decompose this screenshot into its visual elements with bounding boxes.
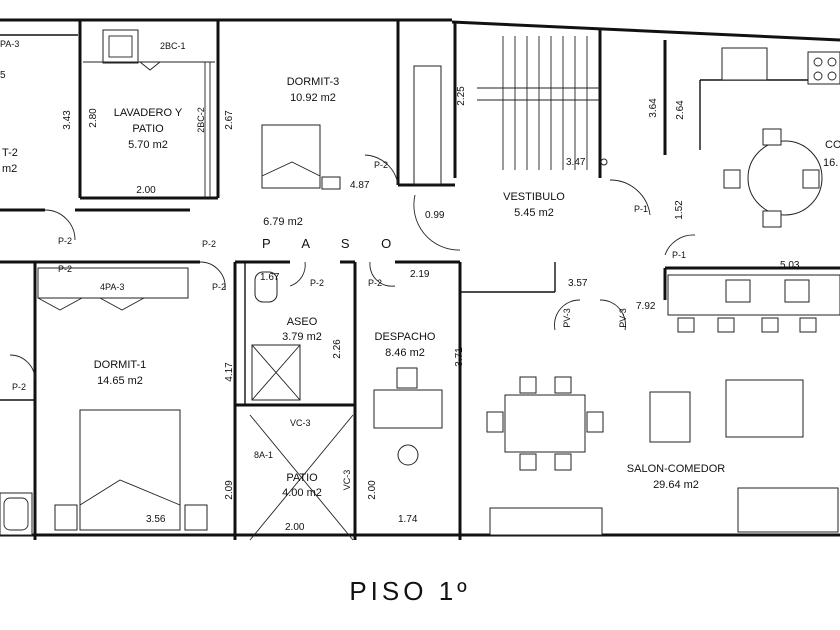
door-pv3-b: PV-3 [618, 308, 628, 328]
door-p2-h: P-2 [12, 382, 26, 392]
door-p2-e: P-2 [368, 278, 382, 288]
room-labels: LAVADERO Y PATIO 5.70 m2 DORMIT-3 10.92 … [2, 76, 840, 499]
aseo-name: ASEO [287, 316, 318, 328]
cocina-name: CO [825, 139, 840, 151]
kitchen-counter [667, 274, 840, 316]
salon-name: SALON-COMEDOR [627, 463, 725, 475]
walls [0, 18, 840, 540]
door-labels: P-2 P-2 P-2 P-2 P-2 P-2 P-2 P-2 P-1 P-1 … [12, 160, 686, 392]
dim-267: 2.67 [224, 110, 235, 130]
wardrobe-vc3-a: VC-3 [290, 418, 311, 428]
corridor-name: P A S O [262, 236, 405, 251]
wardrobe-dormit1 [37, 267, 189, 299]
wardrobe-dormit3 [413, 65, 442, 185]
dim-503: 5.03 [780, 260, 800, 271]
door-p2-c: P-2 [212, 282, 226, 292]
dormit1-area: 14.65 m2 [97, 375, 143, 387]
bed-dormit3 [261, 124, 321, 189]
bed-dormit1 [79, 409, 181, 531]
dim-226: 2.26 [332, 339, 343, 359]
cooktop [807, 51, 840, 85]
dim-5: 5 [0, 70, 6, 81]
dim-219: 2.19 [410, 269, 430, 280]
door-p2-a: P-2 [58, 236, 72, 246]
lavadero-name1: LAVADERO Y [114, 107, 183, 119]
sofa [737, 487, 839, 533]
patio-area: 4.00 m2 [282, 487, 322, 499]
doors [9, 154, 696, 381]
wardrobe-vc3-b: VC-3 [342, 470, 352, 491]
dim-200-patio-h: 2.00 [285, 522, 305, 533]
patio-name: PATIO [286, 472, 318, 484]
tv-unit [489, 507, 603, 536]
laundry-sink [102, 29, 139, 64]
wardrobe-ba1: 8A-1 [254, 450, 273, 460]
cocina-area: 16. [823, 157, 838, 169]
dormit3-area: 10.92 m2 [290, 92, 336, 104]
door-p1-b: P-1 [672, 250, 686, 260]
dim-264: 2.64 [675, 100, 686, 120]
armchair [649, 391, 691, 443]
dining-table [504, 394, 586, 453]
door-p2-g: P-2 [58, 264, 72, 274]
salon-area: 29.64 m2 [653, 479, 699, 491]
aseo-area: 3.79 m2 [282, 331, 322, 343]
wardrobe-pa3-top: PA-3 [0, 39, 19, 49]
lavadero-name2: PATIO [132, 123, 164, 135]
dim-792: 7.92 [636, 301, 656, 312]
lavadero-area: 5.70 m2 [128, 139, 168, 151]
dim-209: 2.09 [224, 480, 235, 500]
dim-357: 3.57 [568, 278, 588, 289]
dim-167: 1.67 [260, 272, 280, 283]
vestibulo-name: VESTIBULO [503, 191, 565, 203]
door-p1-a: P-1 [634, 204, 648, 214]
dim-364: 3.64 [648, 98, 659, 118]
desk [373, 389, 443, 429]
despacho-name: DESPACHO [375, 331, 436, 343]
plan-title: PISO 1º [349, 576, 470, 606]
dim-417: 4.17 [224, 362, 235, 382]
dim-099: 0.99 [425, 210, 445, 221]
toilet [254, 271, 278, 303]
wardrobe-pa3-d1: 4PA-3 [100, 282, 124, 292]
door-p2-f: P-2 [374, 160, 388, 170]
dim-371: 3.71 [454, 347, 465, 367]
round-table [747, 140, 823, 216]
dim-280: 2.80 [88, 108, 99, 128]
corridor-area: 6.79 m2 [263, 216, 303, 228]
dim-200-lav: 2.00 [136, 185, 156, 196]
wardrobe-labels: PA-3 2BC-1 2BC-2 4PA-3 VC-3 VC-3 8A-1 [0, 39, 352, 490]
wardrobe-bc2: 2BC-2 [196, 107, 206, 133]
vestibulo-area: 5.45 m2 [514, 207, 554, 219]
dim-343: 3.43 [62, 110, 73, 130]
dim-487: 4.87 [350, 180, 370, 191]
dormit1-name: DORMIT-1 [94, 359, 147, 371]
staircase [477, 36, 608, 170]
wardrobe-bc1: 2BC-1 [160, 41, 186, 51]
kitchen-sink [721, 47, 768, 81]
dim-356: 3.56 [146, 514, 166, 525]
door-p2-b: P-2 [202, 239, 216, 249]
dim-200-patio-v: 2.00 [367, 480, 378, 500]
dim-347: 3.47 [566, 157, 586, 168]
dim-225: 2.25 [456, 86, 467, 106]
dormit2-area: m2 [2, 163, 17, 175]
despacho-area: 8.46 m2 [385, 347, 425, 359]
door-p2-d: P-2 [310, 278, 324, 288]
dimension-labels: 5 3.43 2.80 2.67 2.00 2.25 3.47 3.64 2.6… [0, 70, 800, 533]
dim-174: 1.74 [398, 514, 418, 525]
fixtures [0, 29, 840, 541]
dormit3-name: DORMIT-3 [287, 76, 340, 88]
dormit2-name: T-2 [2, 147, 18, 159]
door-pv3-a: PV-3 [562, 308, 572, 328]
dim-152: 1.52 [674, 200, 685, 220]
coffee-table [725, 379, 804, 438]
